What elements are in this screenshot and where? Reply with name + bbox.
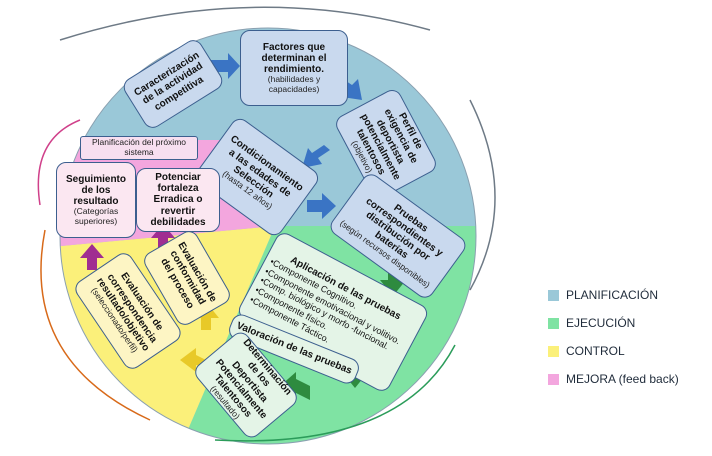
legend-item-mejora: MEJORA (feed back) [548, 372, 679, 386]
legend-item-ejecucion: EJECUCIÓN [548, 316, 635, 330]
box-seguimiento: Seguimiento de los resultado (Categorías… [56, 162, 136, 238]
legend-item-planificacion: PLANIFICACIÓN [548, 288, 658, 302]
legend-swatch [548, 373, 559, 385]
outer-arrow-right [469, 99, 496, 291]
arrow-5 [380, 268, 406, 296]
arrow-7 [280, 372, 310, 400]
factores-title: Factores que determinan el rendimiento. [261, 41, 327, 76]
legend-swatch [548, 289, 559, 301]
planificacion-proximo-title: Planificación del próximo sistema [91, 137, 187, 157]
legend-label: EJECUCIÓN [566, 316, 636, 330]
box-planificacion-proximo: Planificación del próximo sistema [80, 136, 198, 160]
legend-label: CONTROL [566, 344, 625, 358]
outer-arrow-pink [37, 119, 81, 206]
arrow-11 [151, 224, 175, 250]
legend-swatch [548, 317, 559, 329]
outer-arrow-left [40, 229, 151, 421]
outer-arrow-top [59, 6, 431, 41]
arrow-4 [307, 193, 336, 219]
seguimiento-title: Seguimiento de los resultado [65, 173, 126, 208]
legend-swatch [548, 345, 559, 357]
arrow-1 [210, 53, 240, 79]
arrow-3 [302, 145, 330, 168]
potenciar-title: Potenciar fortaleza Erradica o revertir … [150, 172, 206, 228]
legend-label: PLANIFICACIÓN [566, 288, 659, 302]
factores-subtitle: (habilidades y capacidades) [267, 74, 321, 94]
seguimiento-subtitle: (Categorías superiores) [73, 206, 119, 226]
legend-item-control: CONTROL [548, 344, 625, 358]
box-potenciar: Potenciar fortaleza Erradica o revertir … [136, 168, 220, 232]
box-factores: Factores que determinan el rendimiento. … [240, 30, 348, 106]
legend-label: MEJORA (feed back) [566, 372, 679, 386]
outer-arrow-bottom [214, 344, 456, 442]
arrow-9 [193, 302, 219, 330]
arrow-10 [80, 244, 104, 270]
